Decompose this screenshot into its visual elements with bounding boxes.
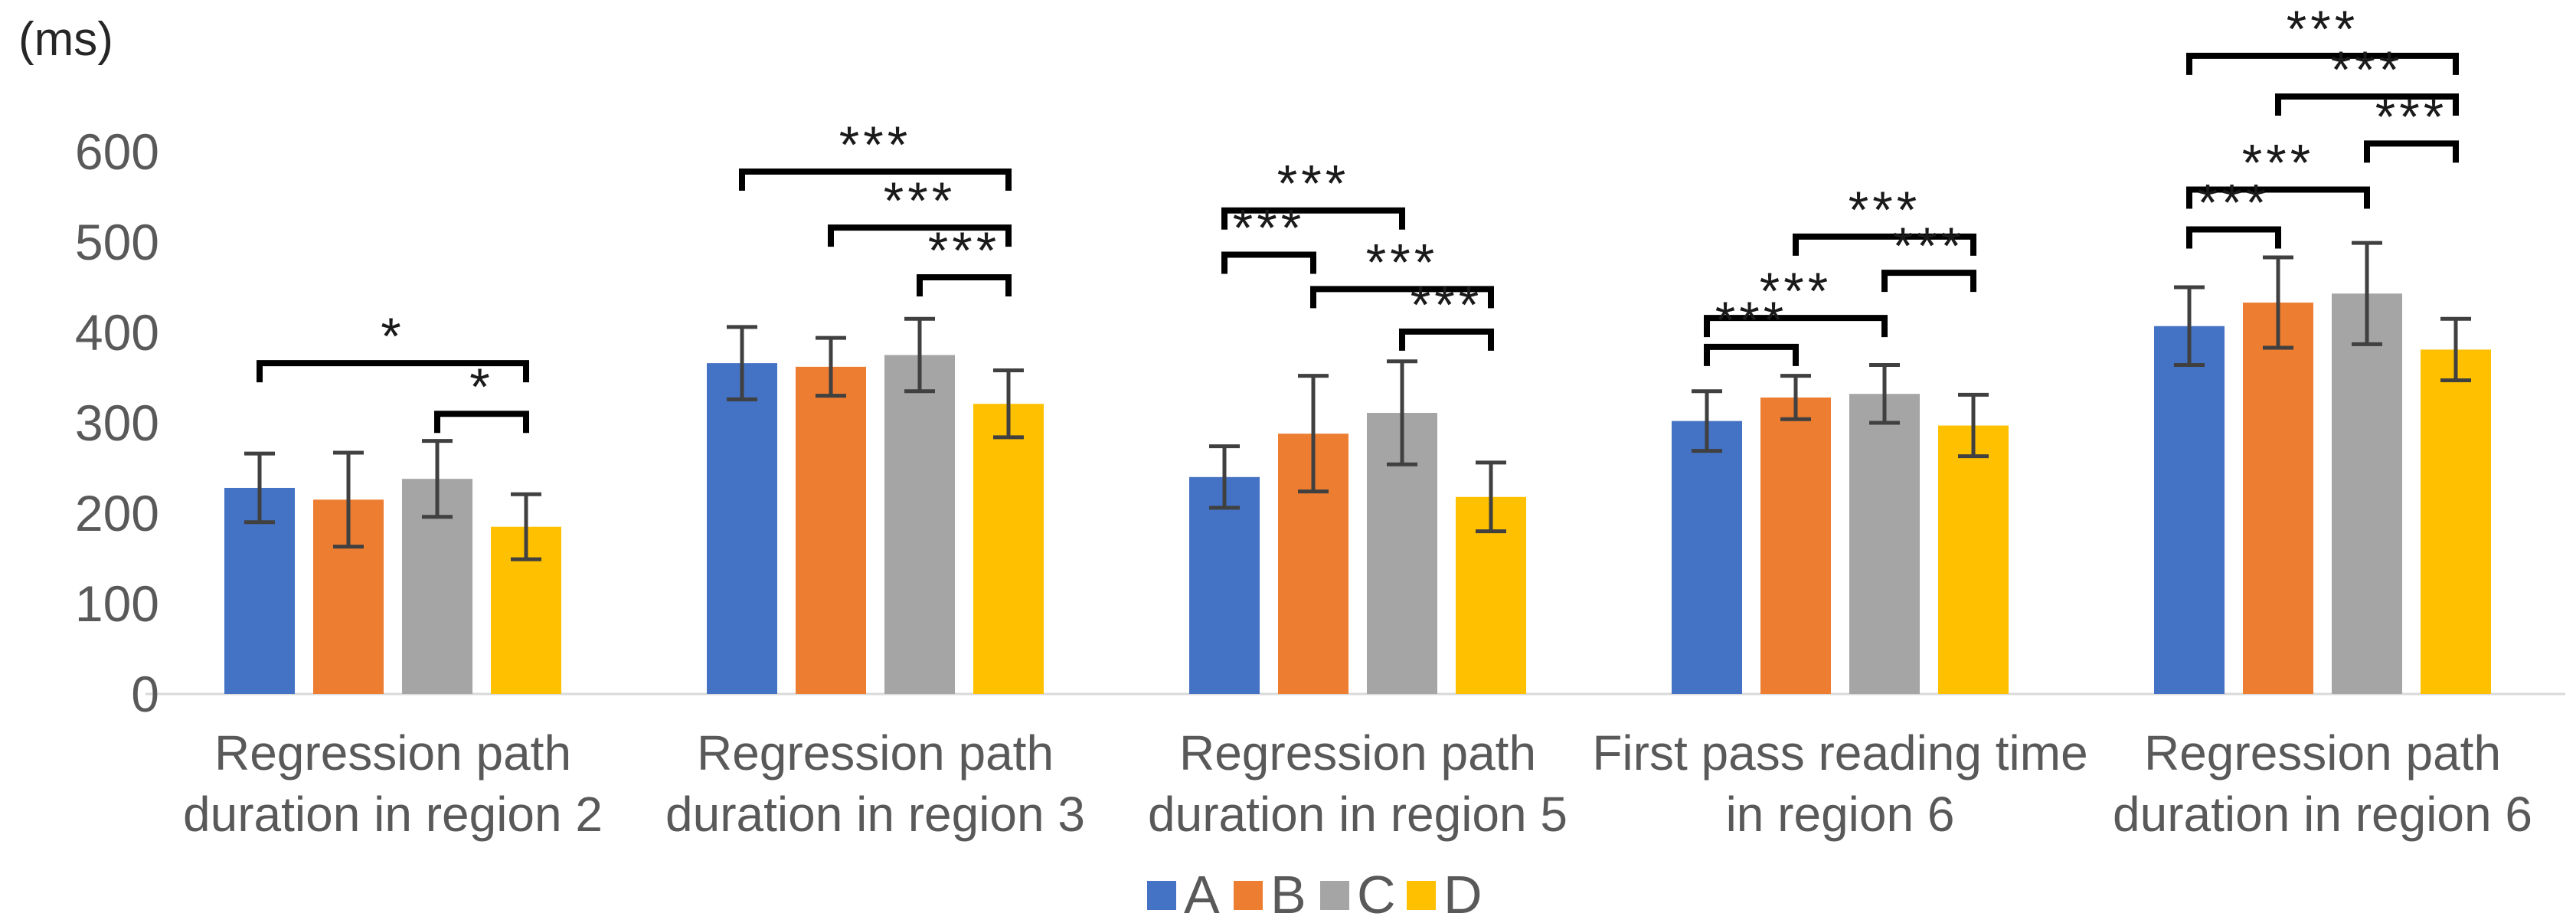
- bar-D-category-5: [2421, 349, 2491, 694]
- bar-D-category-2: [973, 404, 1044, 694]
- bar-A-category-2: [707, 363, 777, 694]
- y-tick-label-100: 100: [75, 575, 159, 632]
- sig-bracket-AD-category-1: [257, 360, 529, 383]
- sig-bracket-AD-category-5: [2186, 52, 2459, 75]
- sig-bracket-CD-category-5: [2364, 140, 2459, 163]
- sig-bracket-BD-category-4: [1793, 233, 1976, 256]
- y-axis-unit-label: (ms): [18, 13, 113, 66]
- x-category-label-5-line-2: duration in region 6: [2113, 787, 2532, 842]
- sig-bracket-AC-category-5: [2186, 186, 2370, 209]
- error-bar-A-category-5: [2174, 285, 2205, 367]
- error-bar-A-category-1: [244, 451, 275, 525]
- sig-label-AC-category-4: ***: [1760, 262, 1832, 320]
- error-bar-D-category-4: [1958, 392, 1989, 459]
- bar-C-category-2: [884, 355, 955, 694]
- sig-label-BD-category-4: ***: [1849, 181, 1921, 239]
- x-category-label-1-line-1: Regression path: [214, 725, 571, 781]
- sig-label-AD-category-5: ***: [2287, 0, 2359, 58]
- error-bar-C-category-3: [1387, 359, 1417, 466]
- sig-label-AB-category-5: ***: [2198, 173, 2270, 231]
- error-bar-B-category-3: [1298, 374, 1329, 494]
- bar-A-category-5: [2154, 326, 2225, 694]
- error-bar-C-category-4: [1869, 362, 1900, 425]
- legend-swatch-B: [1234, 881, 1263, 910]
- sig-label-AB-category-4: ***: [1715, 291, 1787, 349]
- bar-C-category-4: [1849, 394, 1920, 694]
- legend-label-D: D: [1443, 865, 1483, 923]
- legend-label-B: B: [1270, 865, 1306, 923]
- sig-label-CD-category-3: ***: [1411, 276, 1483, 334]
- bar-A-category-3: [1189, 476, 1260, 694]
- sig-bracket-AB-category-3: [1221, 251, 1316, 274]
- error-bar-B-category-1: [333, 450, 364, 549]
- sig-bracket-AD-category-2: [739, 168, 1012, 191]
- sig-bracket-AB-category-5: [2186, 226, 2281, 249]
- error-bar-D-category-2: [993, 368, 1024, 440]
- error-bar-A-category-4: [1692, 389, 1722, 453]
- error-bar-D-category-3: [1476, 460, 1506, 534]
- sig-label-BD-category-3: ***: [1366, 233, 1438, 291]
- error-bar-D-category-5: [2440, 316, 2471, 383]
- sig-bracket-CD-category-4: [1881, 270, 1976, 293]
- sig-bracket-BD-category-3: [1310, 286, 1494, 309]
- x-category-label-4-line-2: in region 6: [1726, 787, 1955, 842]
- error-bar-C-category-1: [422, 439, 453, 519]
- legend-label-C: C: [1357, 865, 1396, 923]
- legend-label-A: A: [1184, 865, 1220, 923]
- sig-label-CD-category-1: *: [469, 358, 493, 416]
- sig-label-CD-category-5: ***: [2375, 87, 2447, 146]
- x-category-label-3-line-2: duration in region 5: [1148, 787, 1568, 842]
- y-tick-label-500: 500: [75, 214, 159, 270]
- sig-label-CD-category-4: ***: [1893, 217, 1965, 275]
- legend-swatch-D: [1407, 881, 1436, 910]
- sig-label-BD-category-5: ***: [2331, 41, 2403, 99]
- bar-C-category-5: [2332, 293, 2402, 694]
- y-tick-label-600: 600: [75, 123, 159, 180]
- sig-bracket-CD-category-3: [1399, 328, 1494, 351]
- sig-label-AC-category-3: ***: [1277, 155, 1349, 213]
- error-bar-A-category-3: [1209, 444, 1240, 510]
- bar-D-category-4: [1938, 425, 2009, 694]
- error-bar-D-category-1: [511, 492, 541, 561]
- y-tick-label-400: 400: [75, 304, 159, 361]
- legend-swatch-C: [1320, 881, 1349, 910]
- sig-bracket-AB-category-4: [1704, 343, 1799, 366]
- bar-B-category-5: [2243, 303, 2313, 694]
- x-category-label-1-line-2: duration in region 2: [183, 787, 603, 842]
- sig-label-BD-category-2: ***: [884, 172, 956, 230]
- error-bar-A-category-2: [727, 325, 757, 401]
- sig-label-AD-category-2: ***: [839, 116, 911, 174]
- x-category-label-2-line-1: Regression path: [697, 725, 1054, 781]
- y-tick-label-300: 300: [75, 394, 159, 451]
- x-category-label-4-line-1: First pass reading time: [1592, 725, 2087, 781]
- bar-B-category-2: [796, 366, 866, 694]
- x-category-label-3-line-1: Regression path: [1179, 725, 1536, 781]
- error-bar-B-category-4: [1780, 374, 1811, 421]
- sig-bracket-AC-category-3: [1221, 207, 1405, 230]
- bar-A-category-4: [1672, 421, 1742, 694]
- legend-swatch-A: [1147, 881, 1176, 910]
- y-tick-label-0: 0: [131, 666, 159, 722]
- sig-label-AB-category-3: ***: [1233, 199, 1305, 257]
- sig-label-AD-category-1: *: [381, 307, 404, 365]
- x-category-label-5-line-1: Regression path: [2144, 725, 2501, 781]
- sig-bracket-BD-category-2: [828, 224, 1012, 247]
- sig-bracket-BD-category-5: [2275, 93, 2459, 116]
- bar-B-category-4: [1760, 397, 1831, 694]
- error-bar-B-category-2: [816, 335, 846, 398]
- x-category-label-2-line-2: duration in region 3: [665, 787, 1085, 842]
- error-bar-C-category-5: [2352, 241, 2382, 346]
- y-tick-label-200: 200: [75, 485, 159, 542]
- error-bar-B-category-5: [2263, 255, 2293, 350]
- sig-label-AC-category-5: ***: [2242, 134, 2314, 192]
- error-bar-C-category-2: [904, 316, 935, 394]
- sig-label-CD-category-2: ***: [928, 221, 1000, 280]
- sig-bracket-AC-category-4: [1704, 315, 1888, 338]
- sig-bracket-CD-category-2: [917, 274, 1012, 297]
- sig-bracket-CD-category-1: [434, 411, 529, 434]
